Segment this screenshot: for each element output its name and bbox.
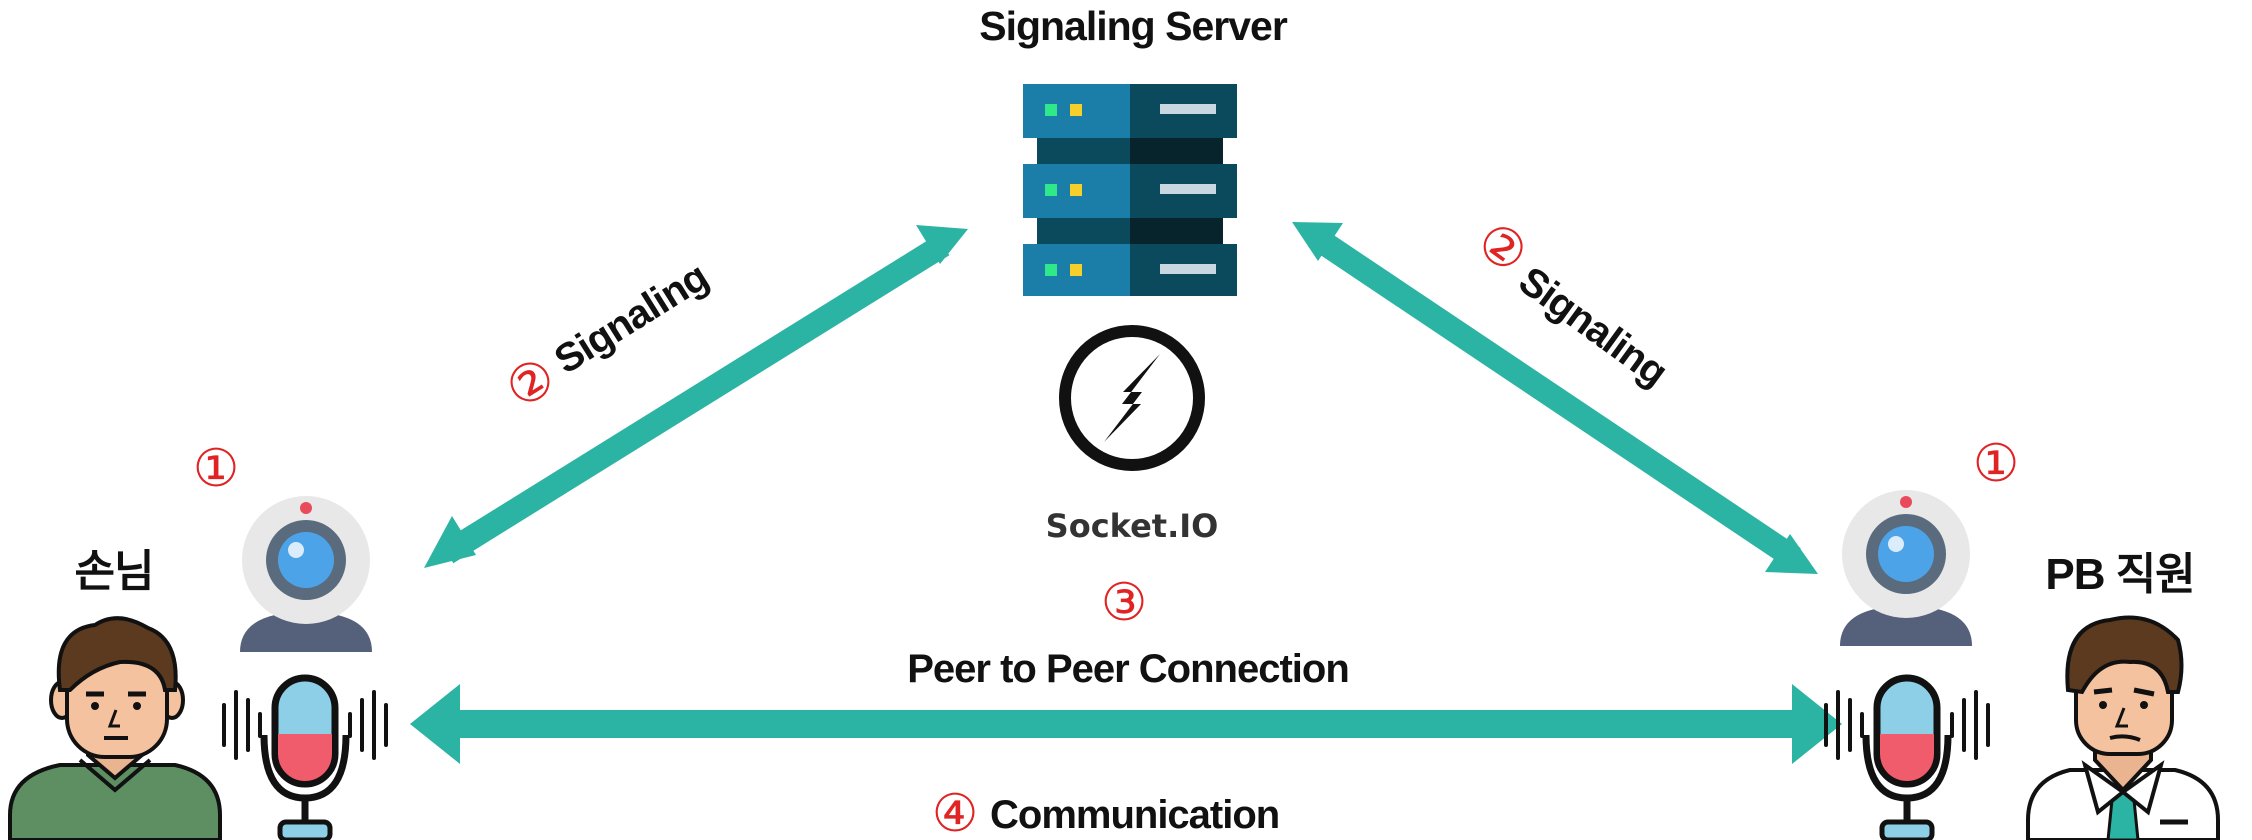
customer-avatar-icon bbox=[8, 616, 222, 840]
staff-microphone-icon bbox=[1824, 674, 1990, 840]
staff-webcam-icon bbox=[1840, 490, 1972, 646]
server-title: Signaling Server bbox=[979, 3, 1288, 49]
socketio-logo-icon bbox=[1059, 325, 1205, 471]
step-1-right: ① bbox=[1973, 434, 2020, 494]
staff-avatar-icon bbox=[2026, 615, 2220, 840]
signaling-arrow-right bbox=[1292, 222, 1818, 574]
customer-webcam-icon bbox=[240, 496, 372, 652]
step-1-left: ① bbox=[193, 439, 240, 499]
peer-connection-arrow bbox=[410, 684, 1842, 764]
customer-microphone-icon bbox=[222, 674, 388, 840]
staff-label: PB 직원 bbox=[2045, 550, 2194, 599]
step-4-number: ④ bbox=[932, 784, 979, 840]
step-3-number: ③ bbox=[1101, 573, 1148, 633]
step-3-label: Peer to Peer Connection bbox=[907, 647, 1349, 691]
signaling-arrow-left bbox=[424, 225, 968, 568]
server-rack-icon bbox=[1023, 84, 1237, 296]
customer-label: 손님 bbox=[75, 547, 154, 596]
socketio-label: Socket.IO bbox=[1046, 507, 1219, 545]
step-4-label: Communication bbox=[990, 793, 1279, 837]
step-2-left-label: Signaling bbox=[547, 255, 715, 383]
